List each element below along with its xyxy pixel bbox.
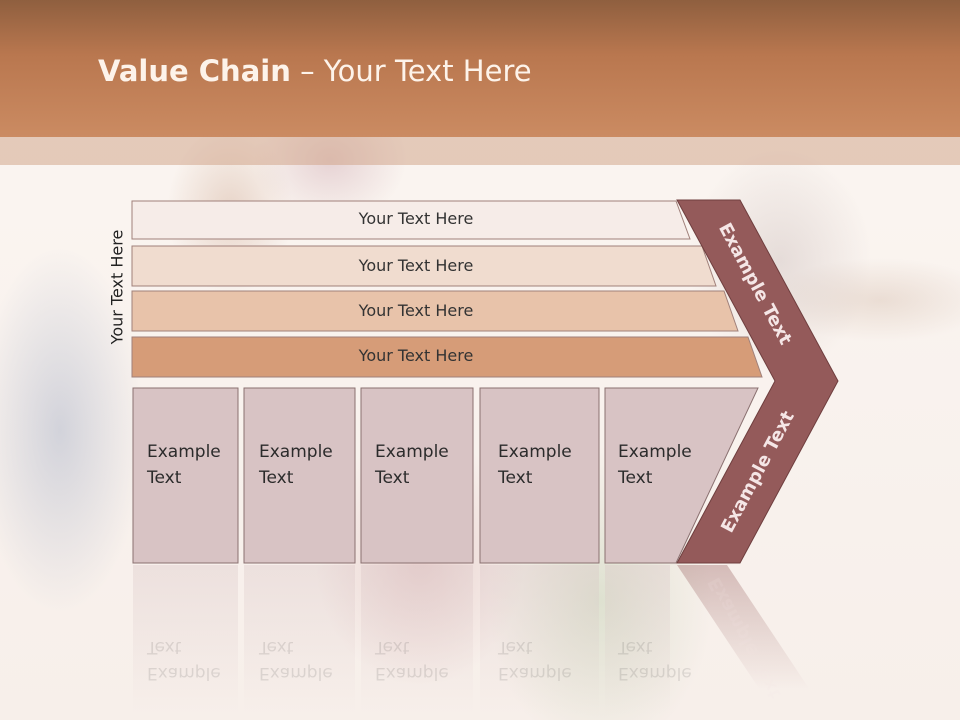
title-bold: Value Chain	[98, 54, 291, 88]
box-4-line2: Text	[498, 468, 533, 488]
bar-3-label: Your Text Here	[358, 301, 474, 320]
box-5-reflection-line1: Example	[618, 663, 692, 683]
box-5-line1: Example	[618, 442, 692, 462]
reflection-group	[133, 565, 810, 715]
box-2-text-reflection: Example Text	[259, 634, 369, 686]
title-underband	[0, 137, 960, 165]
box-4-reflection-line1: Example	[498, 663, 572, 683]
example-box-3	[360, 387, 474, 564]
box-1-reflection-line2: Text	[147, 637, 182, 657]
slide-title: Value Chain – Your Text Here	[98, 54, 532, 88]
bar-1-label: Your Text Here	[358, 209, 474, 228]
box-1-line1: Example	[147, 442, 221, 462]
example-box-4	[479, 387, 600, 564]
box-4-line1: Example	[498, 442, 572, 462]
box-5-line2: Text	[618, 468, 653, 488]
box-2-reflection-line1: Example	[259, 663, 333, 683]
box-3-reflection-line2: Text	[375, 637, 410, 657]
bar-4-label: Your Text Here	[358, 346, 474, 365]
box-2-reflection-line2: Text	[259, 637, 294, 657]
example-box-5	[604, 387, 759, 564]
bar-1	[131, 200, 691, 240]
box-5-reflection-line2: Text	[618, 637, 653, 657]
chevron-arrow	[676, 199, 839, 564]
bar-2	[131, 245, 717, 287]
box-3-reflection-line1: Example	[375, 663, 449, 683]
box-reflection	[133, 565, 238, 715]
box-1-reflection-line1: Example	[147, 663, 221, 683]
box-5-text-reflection: Example Text	[618, 634, 728, 686]
bar-2-label: Your Text Here	[358, 256, 474, 275]
example-box-1	[132, 387, 239, 564]
bar-4	[131, 336, 763, 378]
box-reflection	[361, 565, 473, 715]
chevron-reflection	[677, 565, 810, 690]
example-box-2	[243, 387, 356, 564]
box-1-text-reflection: Example Text	[147, 634, 257, 686]
box-4-text-reflection: Example Text	[498, 634, 608, 686]
box-reflection	[480, 565, 599, 715]
box-2-line1: Example	[259, 442, 333, 462]
box-reflection	[244, 565, 355, 715]
bar-3	[131, 290, 739, 332]
box-2-line2: Text	[259, 468, 294, 488]
box-3-line2: Text	[375, 468, 410, 488]
title-bar	[0, 0, 960, 137]
box-reflection	[605, 565, 670, 715]
box-3-text-reflection: Example Text	[375, 634, 485, 686]
box-3-line1: Example	[375, 442, 449, 462]
box-4-reflection-line2: Text	[498, 637, 533, 657]
title-rest: – Your Text Here	[290, 54, 532, 88]
box-1-line2: Text	[147, 468, 182, 488]
